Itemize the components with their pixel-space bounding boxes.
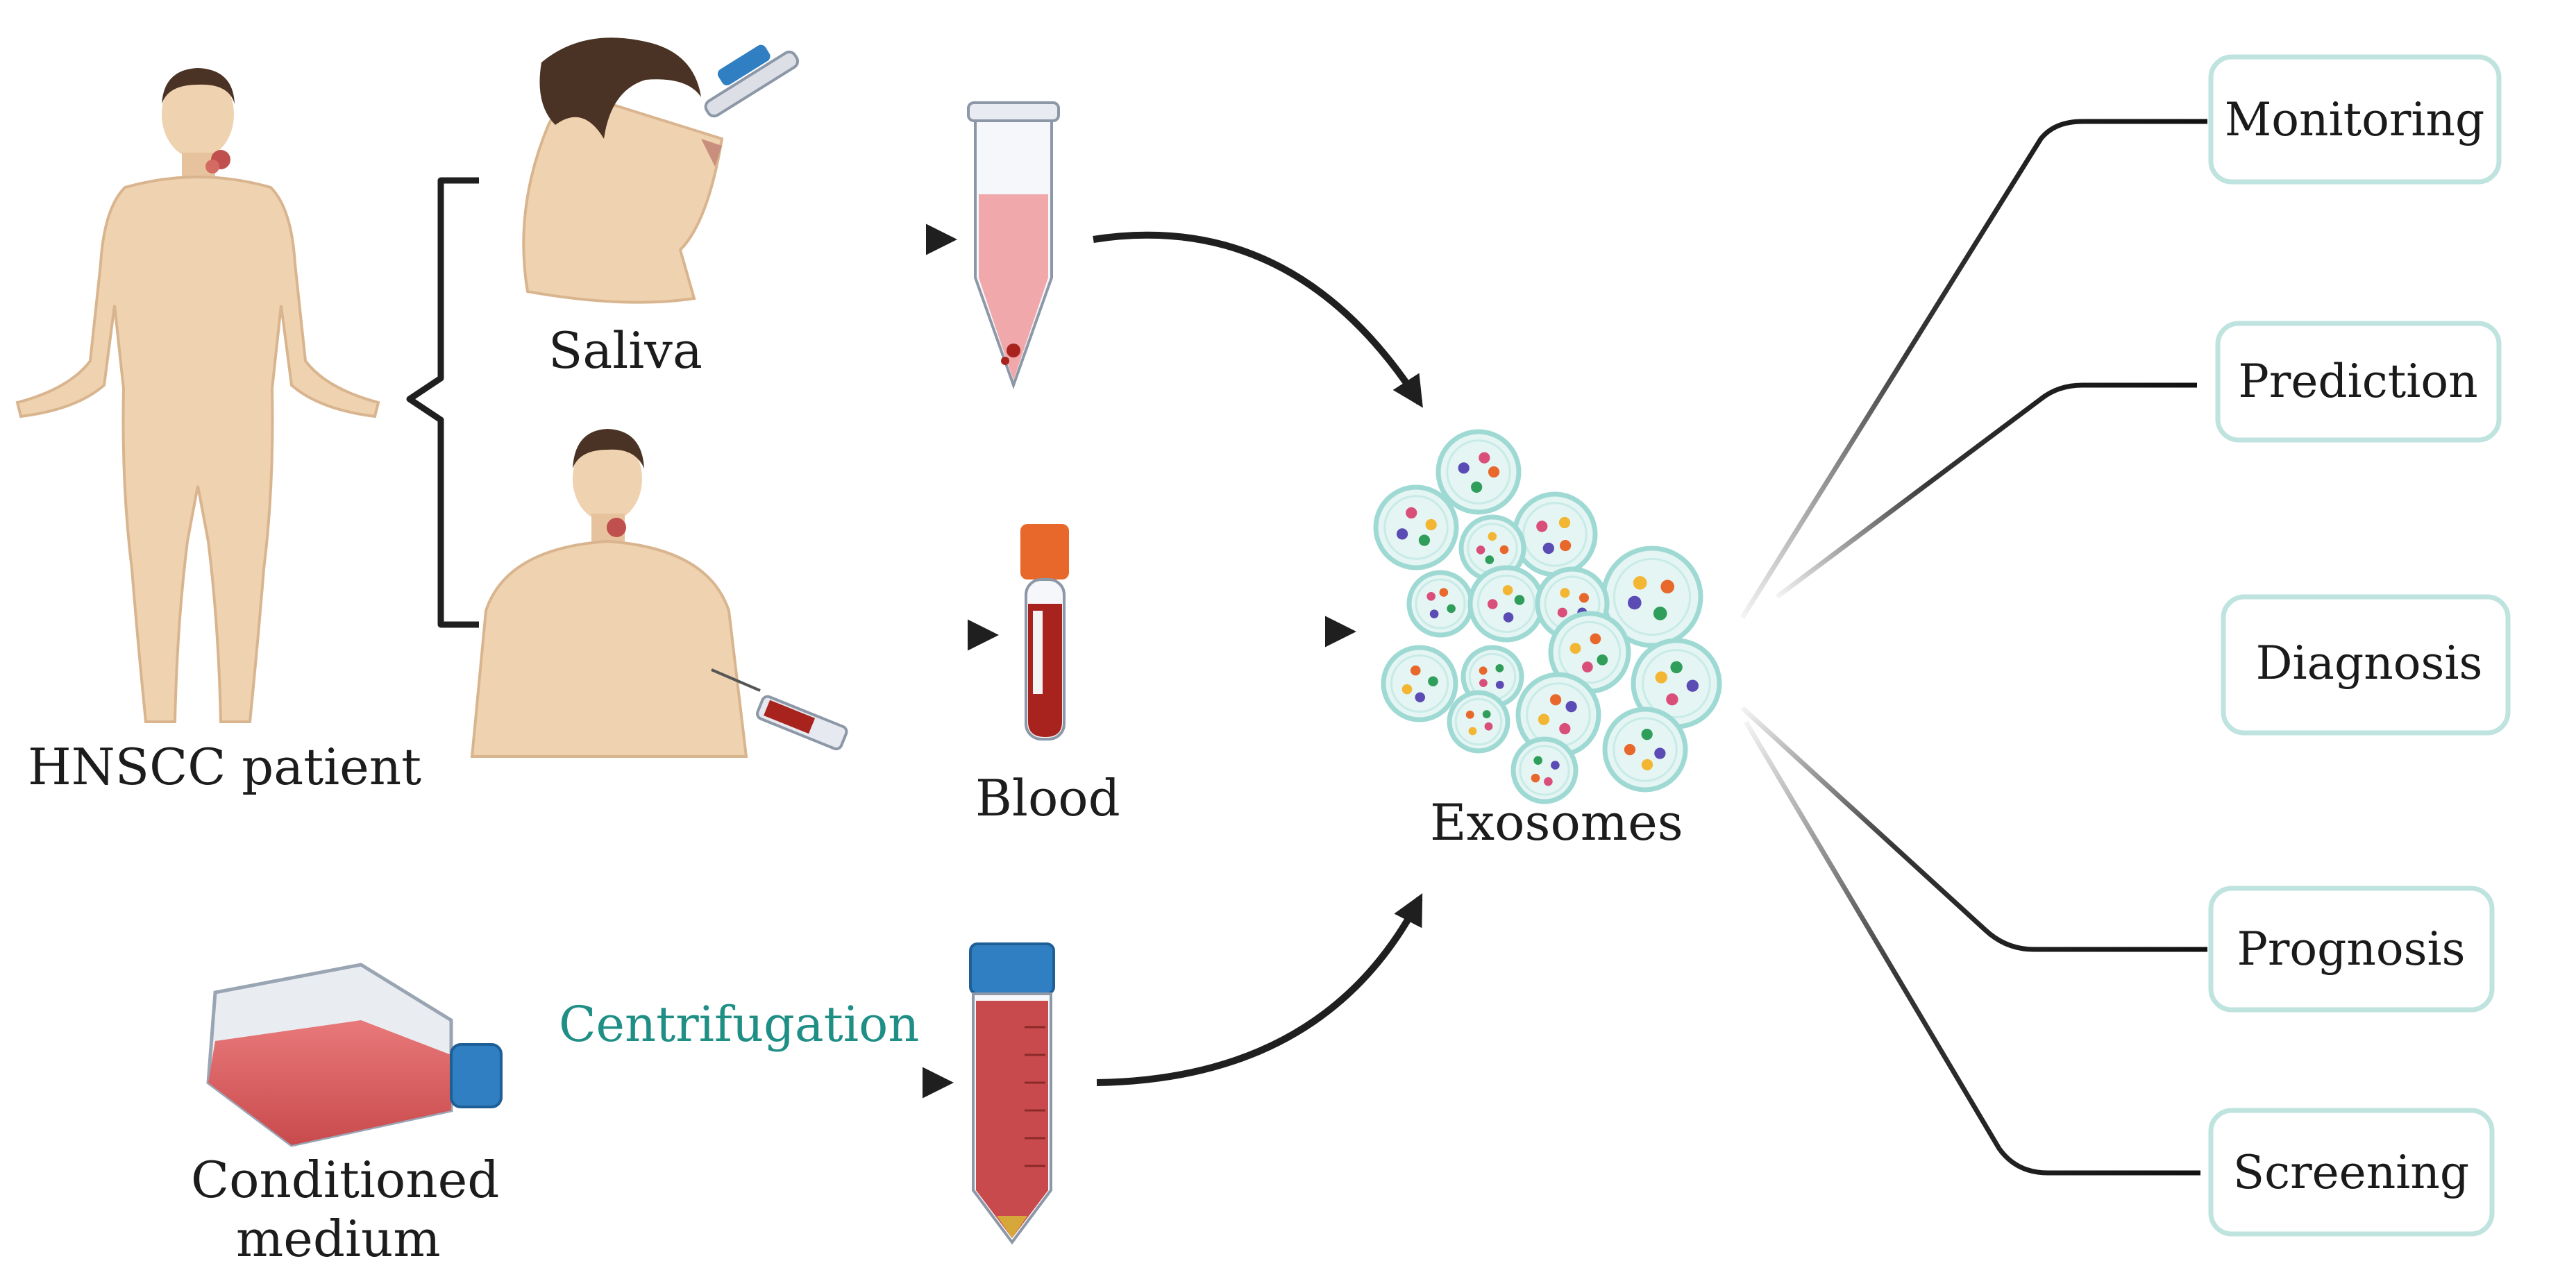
patient-figure bbox=[15, 68, 380, 723]
exosome-cluster bbox=[1373, 429, 1722, 804]
exosome-vesicle bbox=[1631, 638, 1722, 729]
exosome-vesicle bbox=[1381, 645, 1458, 722]
arrow-falcon-to-exosomes bbox=[1096, 893, 1423, 1086]
blood-label: Blood bbox=[975, 769, 1120, 827]
exosome-vesicle bbox=[1458, 514, 1526, 582]
app-label-screening: Screening bbox=[2233, 1146, 2469, 1199]
exosome-vesicle bbox=[1602, 707, 1688, 793]
connector-screening bbox=[1743, 720, 2200, 1176]
falcon-tube bbox=[969, 942, 1055, 1245]
app-box-prognosis: Prognosis bbox=[2208, 886, 2495, 1013]
app-label-diagnosis: Diagnosis bbox=[2256, 636, 2483, 690]
bracket bbox=[406, 177, 479, 628]
exosome-vesicle bbox=[1467, 565, 1545, 643]
connector-monitoring bbox=[1740, 119, 2207, 619]
conditioned-label-line1: Conditioned bbox=[191, 1151, 499, 1209]
application-connectors bbox=[1740, 119, 2207, 1176]
saliva-tube bbox=[967, 101, 1060, 389]
app-label-monitoring: Monitoring bbox=[2225, 93, 2485, 146]
exosome-vesicle bbox=[1406, 570, 1474, 638]
blood-person bbox=[470, 429, 848, 758]
app-label-prognosis: Prognosis bbox=[2237, 922, 2465, 976]
exosome-vesicle bbox=[1512, 491, 1598, 577]
centrifugation-label: Centrifugation bbox=[559, 996, 919, 1053]
saliva-label: Saliva bbox=[548, 321, 702, 380]
patient-label: HNSCC patient bbox=[28, 738, 421, 796]
exosome-vesicle bbox=[1510, 736, 1579, 804]
app-box-monitoring: Monitoring bbox=[2208, 54, 2502, 185]
arrow-saliva-tube-to-exosomes bbox=[1093, 231, 1423, 408]
exosome-vesicle bbox=[1436, 429, 1522, 515]
app-box-prediction: Prediction bbox=[2215, 321, 2502, 443]
blood-tube bbox=[1020, 524, 1069, 741]
application-boxes: Monitoring Prediction Diagnosis Prognosi… bbox=[2208, 54, 2511, 1237]
connector-prediction bbox=[1775, 382, 2197, 599]
exosome-vesicle bbox=[1447, 690, 1510, 754]
exosome-vesicle bbox=[1548, 611, 1631, 694]
connector-prognosis bbox=[1740, 706, 2207, 952]
culture-flask bbox=[206, 963, 503, 1147]
saliva-person bbox=[522, 37, 800, 304]
app-box-screening: Screening bbox=[2208, 1108, 2495, 1237]
app-box-diagnosis: Diagnosis bbox=[2221, 594, 2511, 736]
app-label-prediction: Prediction bbox=[2238, 355, 2477, 408]
flow-arrows bbox=[534, 223, 1423, 1099]
exosomes-label: Exosomes bbox=[1430, 793, 1683, 852]
conditioned-label-line2: medium bbox=[236, 1210, 441, 1268]
exosome-vesicle bbox=[1373, 484, 1459, 570]
